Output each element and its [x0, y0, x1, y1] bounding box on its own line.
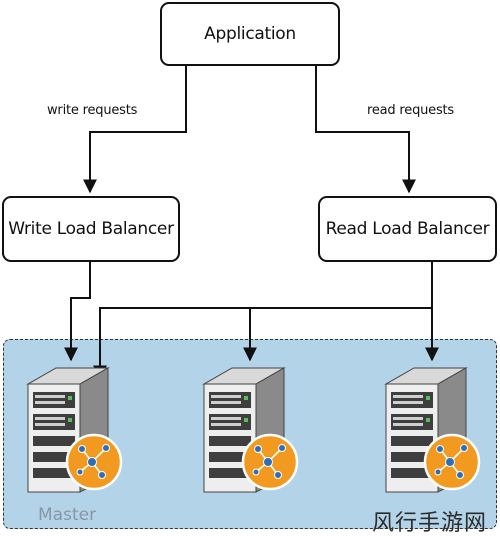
write-load-balancer-label: Write Load Balancer [8, 219, 174, 239]
read-load-balancer-label: Read Load Balancer [325, 219, 490, 239]
read-load-balancer-node: Read Load Balancer [318, 196, 497, 262]
read-requests-connector [315, 66, 416, 194]
read-requests-label: read requests [367, 103, 454, 118]
write-load-balancer-node: Write Load Balancer [2, 196, 180, 262]
server-2 [202, 367, 299, 493]
replication-node-icon [423, 433, 481, 491]
write-requests-connector [83, 66, 187, 194]
cluster-label: Master [38, 505, 97, 525]
write-to-master-connector [64, 262, 91, 362]
watermark: 风行手游网 [372, 511, 488, 536]
replication-node-icon [65, 433, 123, 491]
write-requests-label: write requests [47, 103, 138, 118]
read-bus-connector [93, 262, 433, 380]
server-3 [384, 367, 481, 493]
replication-node-icon [241, 433, 299, 491]
server-1 [26, 367, 123, 493]
application-label: Application [204, 24, 296, 44]
application-node: Application [160, 2, 340, 66]
